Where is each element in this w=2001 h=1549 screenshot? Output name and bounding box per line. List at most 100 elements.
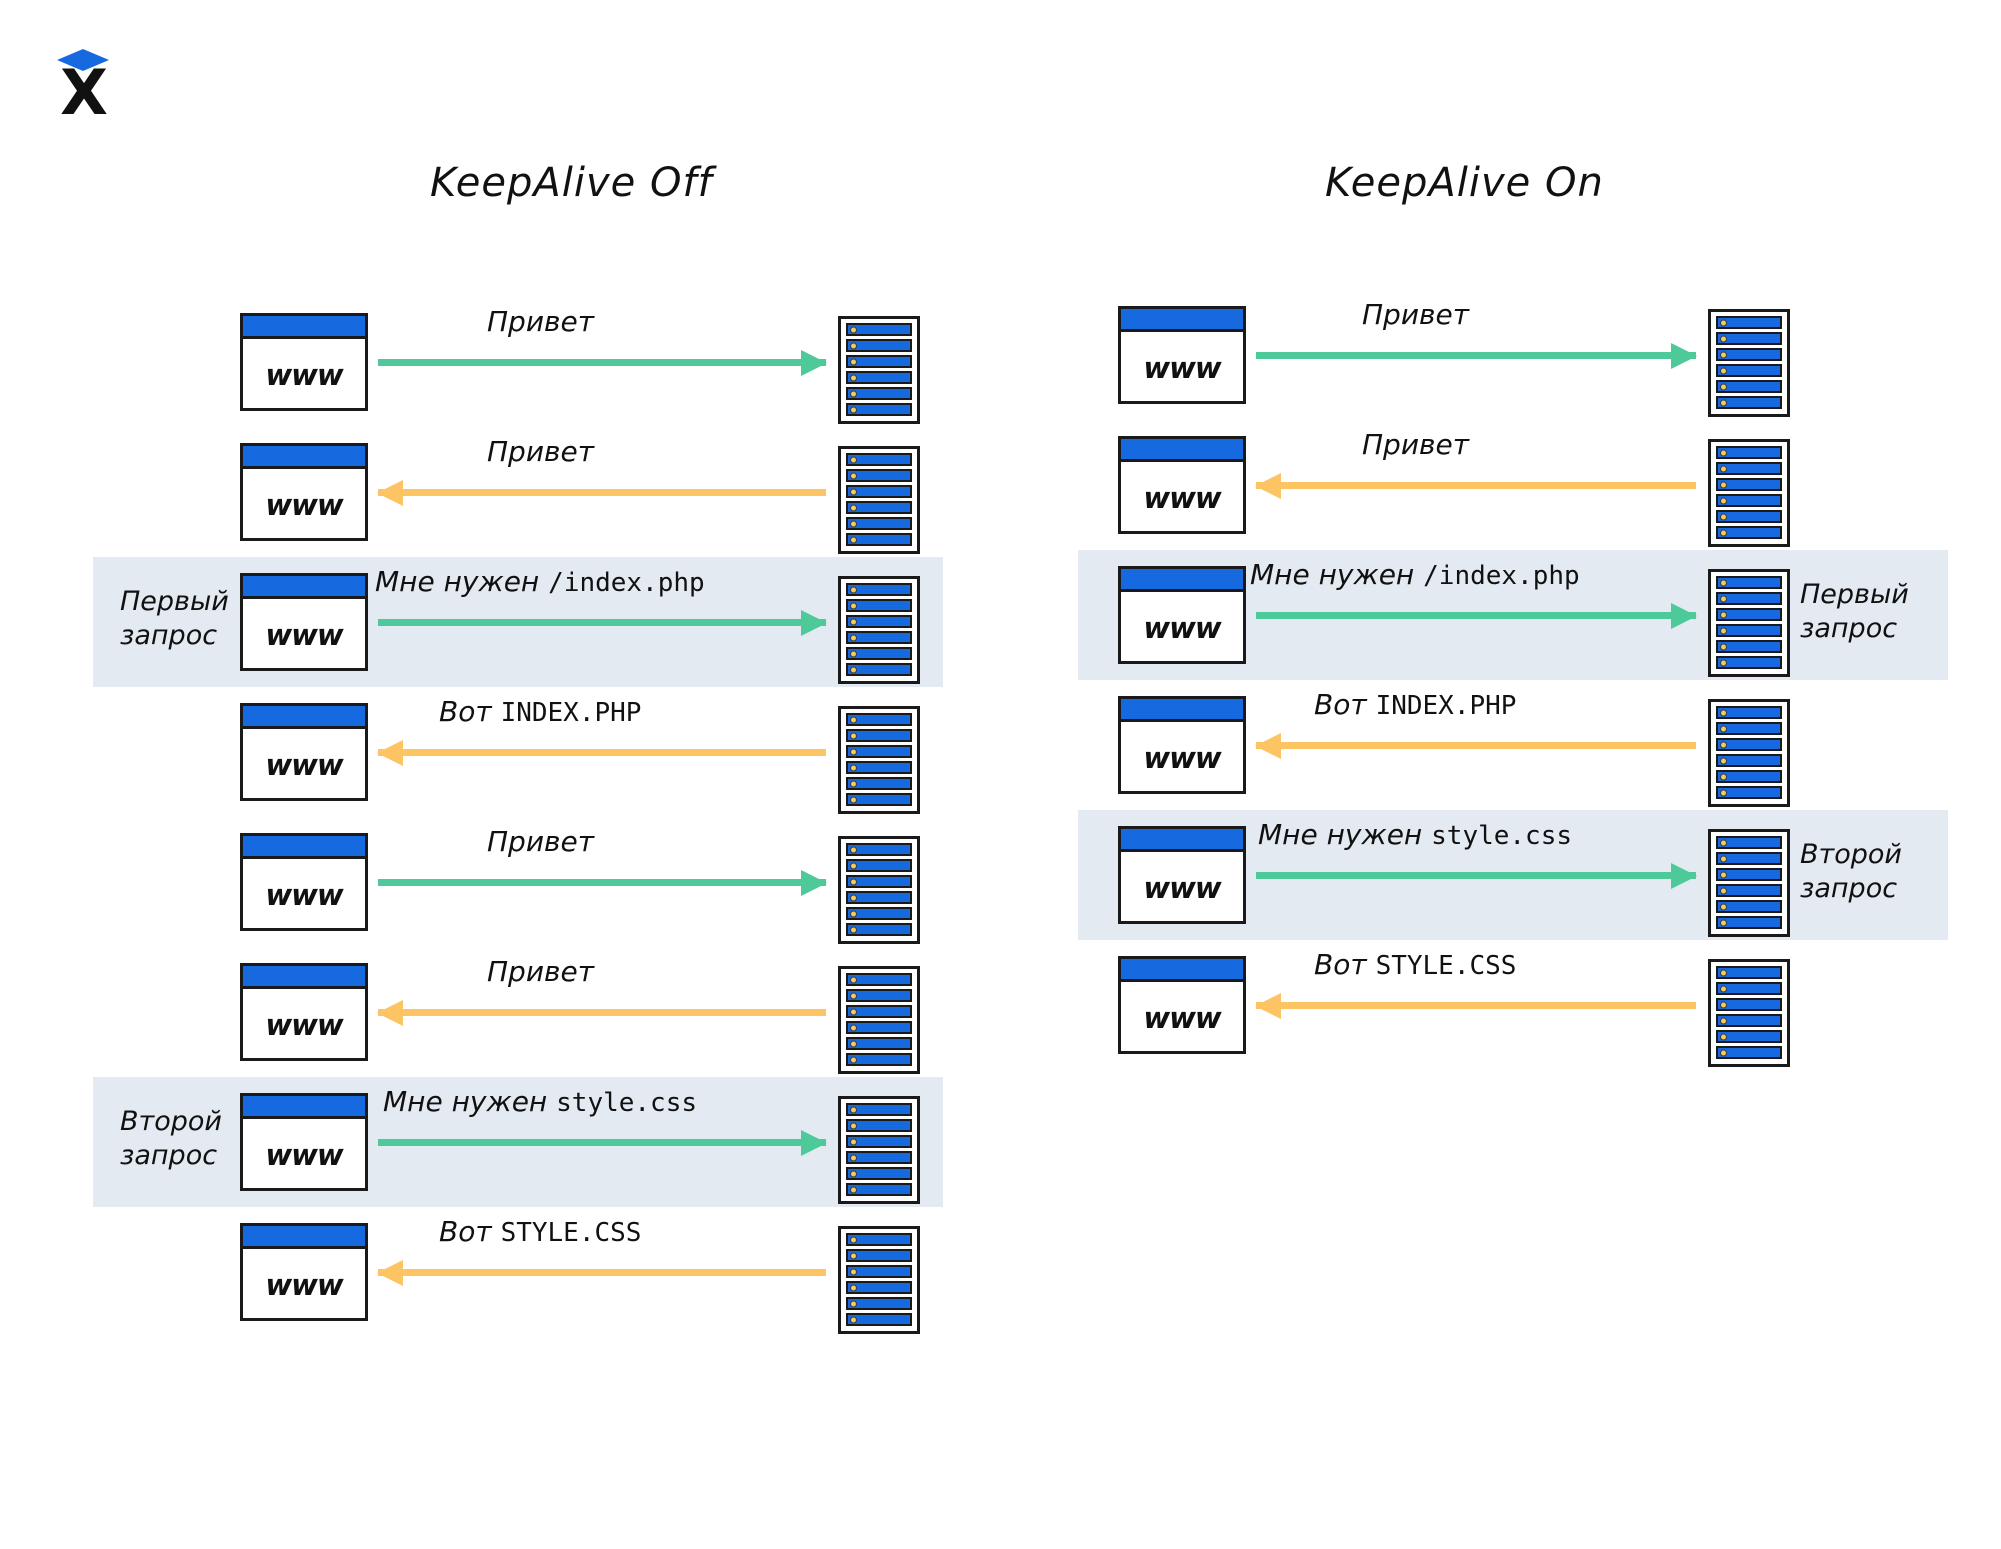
server-led-icon xyxy=(1720,887,1727,894)
server-rack-unit xyxy=(846,323,912,336)
server-rack-unit xyxy=(846,533,912,546)
arrow-head-icon xyxy=(801,610,827,636)
server-rack-unit xyxy=(846,1167,912,1180)
server-rack-unit xyxy=(846,631,912,644)
side-label-line: запрос xyxy=(120,620,218,651)
server-rack-unit xyxy=(1716,526,1782,539)
server-led-icon xyxy=(850,796,857,803)
server-led-icon xyxy=(850,1106,857,1113)
arrow-shaft xyxy=(1256,742,1696,749)
server-rack-unit xyxy=(846,1265,912,1278)
request-arrow xyxy=(378,610,827,636)
browser-titlebar xyxy=(243,836,365,859)
server-rack-unit xyxy=(1716,510,1782,523)
browser-window-icon: www xyxy=(240,833,368,931)
server-led-icon xyxy=(850,602,857,609)
browser-www-label: www xyxy=(265,358,343,392)
server-rack-unit xyxy=(846,777,912,790)
server-rack-unit xyxy=(846,713,912,726)
arrow-shaft xyxy=(378,1009,826,1016)
server-rack-unit xyxy=(1716,770,1782,783)
server-led-icon xyxy=(850,618,857,625)
server-led-icon xyxy=(850,358,857,365)
browser-www-label: www xyxy=(265,1138,343,1172)
server-led-icon xyxy=(850,374,857,381)
browser-titlebar xyxy=(243,1226,365,1249)
server-led-icon xyxy=(850,780,857,787)
server-led-icon xyxy=(850,504,857,511)
server-rack-unit xyxy=(1716,396,1782,409)
browser-window-icon: www xyxy=(240,1093,368,1191)
browser-www-label: www xyxy=(265,618,343,652)
server-led-icon xyxy=(1720,399,1727,406)
server-led-icon xyxy=(1720,611,1727,618)
server-rack-unit xyxy=(846,729,912,742)
message-text-handwritten: Привет xyxy=(487,825,595,858)
message-text-filename: /index.php xyxy=(548,568,705,598)
response-arrow xyxy=(1255,993,1696,1019)
message-text-handwritten: Мне нужен xyxy=(375,565,549,598)
message-text-handwritten: Вот xyxy=(439,695,501,728)
arrow-shaft xyxy=(378,489,826,496)
server-led-icon xyxy=(1720,497,1727,504)
server-rack-unit xyxy=(846,1249,912,1262)
server-rack-unit xyxy=(846,843,912,856)
server-led-icon xyxy=(850,1154,857,1161)
side-label-line: Первый xyxy=(120,586,229,617)
side-label-line: запрос xyxy=(1800,613,1898,644)
server-led-icon xyxy=(850,992,857,999)
server-rack-unit xyxy=(1716,462,1782,475)
server-rack-icon xyxy=(1708,439,1790,547)
request-arrow xyxy=(378,870,827,896)
server-rack-unit xyxy=(1716,624,1782,637)
arrow-head-icon xyxy=(801,870,827,896)
server-rack-unit xyxy=(846,859,912,872)
server-rack-unit xyxy=(846,875,912,888)
server-rack-icon xyxy=(838,706,920,814)
message-text-handwritten: Привет xyxy=(487,435,595,468)
server-rack-unit xyxy=(1716,982,1782,995)
server-led-icon xyxy=(850,1056,857,1063)
server-rack-unit xyxy=(1716,884,1782,897)
server-rack-unit xyxy=(1716,316,1782,329)
server-led-icon xyxy=(850,716,857,723)
server-rack-unit xyxy=(846,907,912,920)
server-rack-icon xyxy=(838,966,920,1074)
arrow-message-label: Мне нужен style.css xyxy=(1258,818,1572,851)
arrow-shaft xyxy=(1256,872,1696,879)
server-led-icon xyxy=(850,846,857,853)
request-arrow xyxy=(378,350,827,376)
server-rack-icon xyxy=(1708,569,1790,677)
message-text-handwritten: Привет xyxy=(1362,298,1470,331)
server-rack-unit xyxy=(1716,1046,1782,1059)
message-text-handwritten: Привет xyxy=(487,955,595,988)
server-led-icon xyxy=(1720,367,1727,374)
arrow-shaft xyxy=(378,879,826,886)
server-led-icon xyxy=(1720,513,1727,520)
arrow-shaft xyxy=(378,619,826,626)
server-rack-unit xyxy=(846,355,912,368)
side-label-line: запрос xyxy=(120,1140,218,1171)
server-rack-icon xyxy=(1708,959,1790,1067)
arrow-head-icon xyxy=(801,1130,827,1156)
server-led-icon xyxy=(850,342,857,349)
logo-diamond-icon xyxy=(57,49,109,71)
browser-window-icon: www xyxy=(240,313,368,411)
server-rack-unit xyxy=(846,485,912,498)
browser-www-label: www xyxy=(1143,741,1221,775)
server-rack-unit xyxy=(846,517,912,530)
server-rack-unit xyxy=(846,1103,912,1116)
diagram-row xyxy=(0,550,2001,680)
server-led-icon xyxy=(850,650,857,657)
browser-www-label: www xyxy=(265,488,343,522)
browser-www-label: www xyxy=(265,1008,343,1042)
server-rack-unit xyxy=(1716,446,1782,459)
server-rack-unit xyxy=(1716,706,1782,719)
server-led-icon xyxy=(850,1316,857,1323)
server-led-icon xyxy=(850,472,857,479)
arrow-message-label: Вот INDEX.PHP xyxy=(1314,688,1516,721)
server-rack-unit xyxy=(1716,348,1782,361)
arrow-message-label: Привет xyxy=(487,955,594,988)
server-led-icon xyxy=(850,862,857,869)
